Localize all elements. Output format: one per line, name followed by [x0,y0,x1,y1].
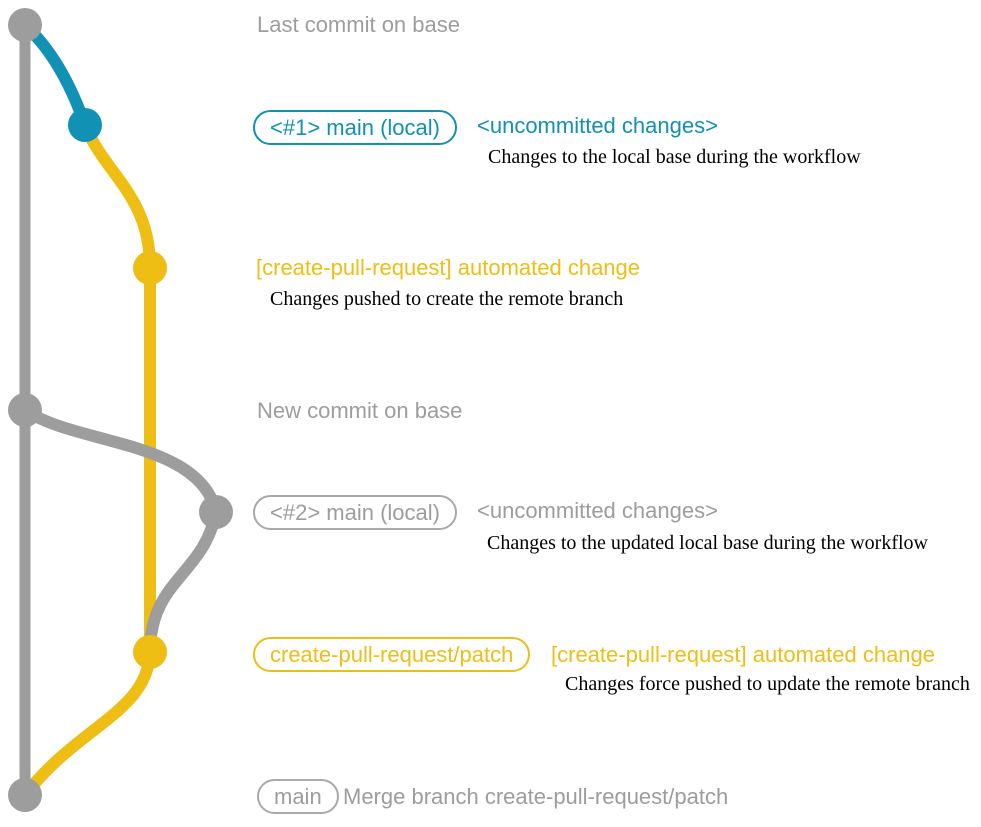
main-local-2-badge: <#2> main (local) [253,495,457,530]
uncommitted-changes-2-note: Changes to the updated local base during… [487,532,928,554]
main-branch-badge: main [257,779,339,814]
uncommitted-changes-1-note: Changes to the local base during the wor… [488,146,861,168]
merge-commit-heading: Merge branch create-pull-request/patch [343,784,729,809]
uncommitted-changes-1-curve [19,19,91,131]
new-commit-title: New commit on base [257,398,463,423]
automated-change-1-heading: [create-pull-request] automated change [256,255,641,280]
commit-dot-new-commit-on-base [8,393,42,427]
last-commit-title: Last commit on base [257,12,460,37]
automated-change-2-note: Changes force pushed to update the remot… [565,673,970,695]
patch-branch-create-curve [79,119,156,274]
merge-patch-curve [19,646,156,801]
patch-branch-badge: create-pull-request/patch [253,637,531,672]
force-push-curve [144,506,222,658]
commit-dot-merge-commit [8,778,42,812]
main-local-1-badge: <#1> main (local) [253,110,457,145]
branch-graph [8,8,233,812]
automated-change-2-heading: [create-pull-request] automated change [551,642,936,667]
commit-dot-automated-change-2 [133,635,167,669]
commit-dot-local-commit-2 [199,495,233,529]
commit-dot-automated-change-1 [133,251,167,285]
automated-change-1-note: Changes pushed to create the remote bran… [270,288,624,310]
uncommitted-changes-2-heading: <uncommitted changes> [477,498,718,523]
commit-dot-last-commit-on-base [8,8,42,42]
commit-dot-local-commit-1 [68,108,102,142]
uncommitted-changes-1-heading: <uncommitted changes> [477,113,718,138]
uncommitted-changes-2-curve [19,404,222,518]
